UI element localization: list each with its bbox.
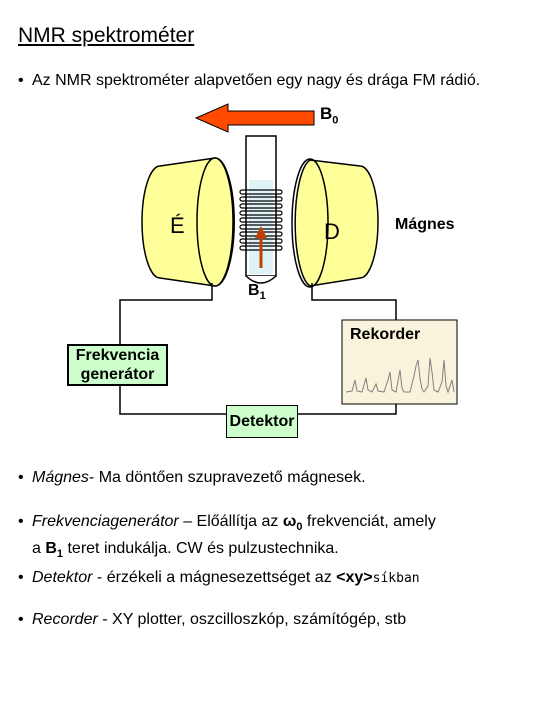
b0-arrow xyxy=(194,103,315,133)
generator-label-line2: generátor xyxy=(80,366,155,383)
generator-label-line1: Frekvencia xyxy=(75,347,160,364)
plane-text: síkban xyxy=(372,571,420,586)
omega-symbol: ω xyxy=(282,513,297,530)
magnet-label: Mágnes xyxy=(395,216,455,233)
detector-box: Detektor xyxy=(226,405,298,438)
wires xyxy=(119,283,397,415)
recorder-box xyxy=(341,319,458,405)
bullet-recorder-text: - XY plotter, oszcilloszkóp, számítógép,… xyxy=(97,611,407,628)
bullet-recorder: •Recorder - XY plotter, oszcilloszkóp, s… xyxy=(18,611,407,628)
b0-label: B0 xyxy=(320,104,339,127)
nmr-diagram xyxy=(119,103,458,415)
bullet-magnet-term: Mágnes xyxy=(32,469,89,486)
left-magnet-pole xyxy=(141,157,235,287)
b1-label: B1 xyxy=(248,282,266,303)
page-title: NMR spektrométer xyxy=(18,24,195,47)
bullet-detector: •Detektor - érzékeli a mágnesezettséget … xyxy=(18,569,420,586)
bullet-generator-line2: a B1 teret indukálja. CW és pulzustechni… xyxy=(32,540,339,561)
pole-left-label: É xyxy=(170,213,185,238)
detector-label: Detektor xyxy=(229,413,295,430)
bullet-generator: •Frekvenciagenerátor – Előállítja az ω0 … xyxy=(18,511,436,565)
bullet-recorder-term: Recorder xyxy=(32,611,98,628)
b1-arrow xyxy=(255,226,267,268)
rf-coil xyxy=(239,189,283,251)
bullet-magnet-text: - Ma döntően szupravezető mágnesek. xyxy=(88,469,366,486)
intro-text: Az NMR spektrométer alapvetően egy nagy … xyxy=(32,72,481,89)
pole-right-label: D xyxy=(324,219,340,244)
intro-bullet: •Az NMR spektrométer alapvetően egy nagy… xyxy=(18,72,481,89)
bullet-detector-term: Detektor xyxy=(32,569,93,586)
recorder-label: Rekorder xyxy=(350,326,421,343)
xy-symbol: <xy> xyxy=(336,569,373,586)
frequency-generator-box: Frekvencia generátor xyxy=(67,344,168,386)
bullet-magnet: •Mágnes- Ma döntően szupravezető mágnese… xyxy=(18,469,366,486)
bullet-generator-term: Frekvenciagenerátor xyxy=(32,513,179,530)
right-magnet-pole xyxy=(291,158,379,288)
